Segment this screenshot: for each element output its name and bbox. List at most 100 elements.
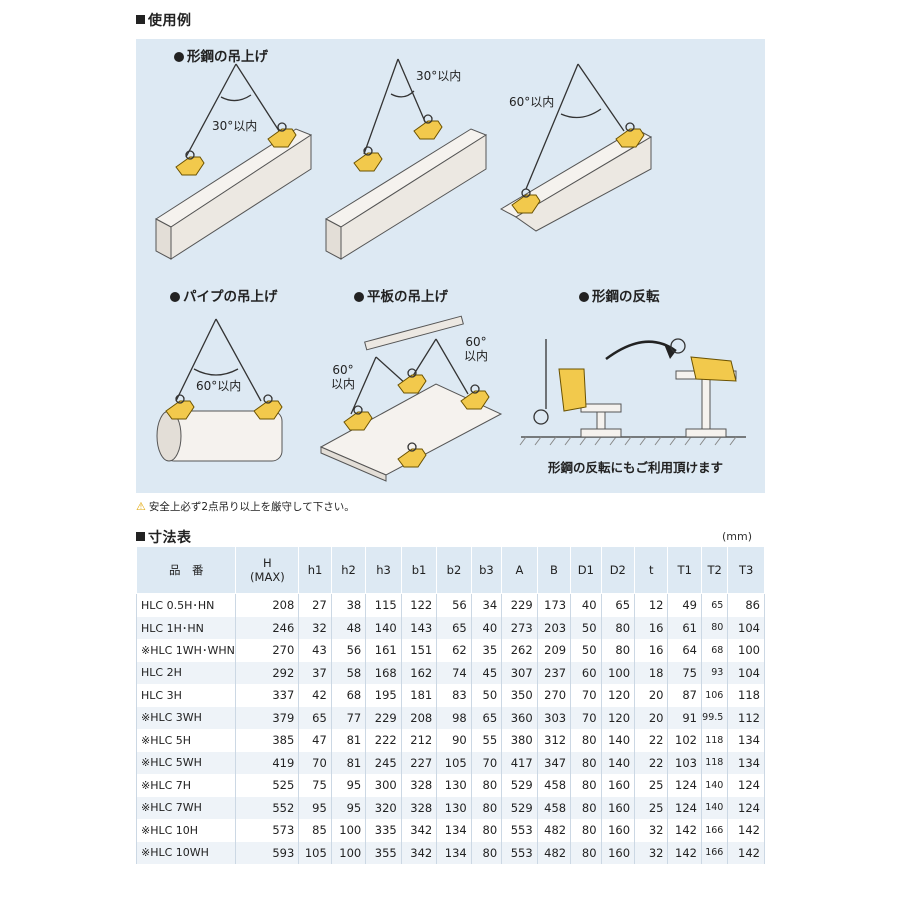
value-cell: 143 [400, 616, 438, 639]
value-cell: 118 [700, 729, 729, 752]
value-cell: 106 [700, 684, 729, 707]
value-cell: 246 [235, 616, 300, 639]
value-cell: 32 [634, 841, 669, 864]
value-cell: 140 [365, 616, 402, 639]
value-cell: 80 [570, 729, 602, 752]
value-cell: 342 [400, 841, 438, 864]
value-cell: 55 [470, 729, 503, 752]
value-cell: 181 [400, 684, 438, 707]
value-cell: 593 [235, 841, 300, 864]
angle-label-2: 30°以内 [416, 69, 462, 83]
value-cell: 48 [330, 616, 367, 639]
value-cell: 16 [634, 639, 669, 662]
value-cell: 20 [634, 706, 669, 729]
value-cell: 104 [727, 616, 765, 639]
column-header: h3 [365, 546, 402, 594]
value-cell: 75 [667, 661, 702, 684]
value-cell: 81 [330, 729, 367, 752]
value-cell: 160 [600, 841, 636, 864]
value-cell: 245 [365, 751, 402, 774]
model-cell: ※HLC 1WH･WHN [135, 639, 237, 662]
column-header: 品 番 [135, 546, 237, 594]
model-cell: ※HLC 7H [135, 774, 237, 797]
value-cell: 102 [667, 729, 702, 752]
value-cell: 56 [436, 593, 472, 617]
value-cell: 142 [667, 841, 702, 864]
scene-channel-lift [499, 63, 653, 232]
column-header: T2 [700, 546, 729, 594]
scene-pipe-lift [156, 318, 283, 462]
value-cell: 134 [436, 819, 472, 842]
value-cell: 80 [600, 639, 636, 662]
model-cell: HLC 1H･HN [135, 616, 237, 639]
value-cell: 38 [330, 593, 367, 617]
value-cell: 312 [536, 729, 572, 752]
value-cell: 292 [235, 661, 300, 684]
column-header: b2 [436, 546, 472, 594]
value-cell: 32 [298, 616, 332, 639]
value-cell: 80 [570, 751, 602, 774]
value-cell: 173 [536, 593, 572, 617]
value-cell: 80 [470, 841, 503, 864]
value-cell: 140 [700, 774, 729, 797]
column-header: b1 [400, 546, 438, 594]
value-cell: 229 [501, 593, 538, 617]
value-cell: 124 [727, 796, 765, 819]
value-cell: 99.5 [700, 706, 729, 729]
warning-icon: ⚠ [136, 500, 146, 513]
value-cell: 56 [330, 639, 367, 662]
value-cell: 320 [365, 796, 402, 819]
value-cell: 83 [436, 684, 472, 707]
value-cell: 122 [400, 593, 438, 617]
value-cell: 98 [436, 706, 472, 729]
value-cell: 262 [501, 639, 538, 662]
value-cell: 16 [634, 616, 669, 639]
value-cell: 209 [536, 639, 572, 662]
caption-plate-lift: 平板の吊上げ [354, 285, 448, 305]
value-cell: 328 [400, 774, 438, 797]
safety-warning: ⚠安全上必ず2点吊り以上を厳守して下さい。 [136, 500, 355, 513]
value-cell: 103 [667, 751, 702, 774]
column-header: D2 [600, 546, 636, 594]
value-cell: 458 [536, 774, 572, 797]
value-cell: 417 [501, 751, 538, 774]
value-cell: 25 [634, 796, 669, 819]
value-cell: 58 [330, 661, 367, 684]
scene-plate-lift [319, 315, 503, 482]
value-cell: 68 [330, 684, 367, 707]
value-cell: 34 [470, 593, 503, 617]
angle-label-6: 60°以内 [464, 335, 489, 363]
value-cell: 65 [600, 593, 636, 617]
value-cell: 112 [727, 706, 765, 729]
value-cell: 118 [700, 751, 729, 774]
column-header: b3 [470, 546, 503, 594]
value-cell: 65 [436, 616, 472, 639]
usage-section-title: 使用例 [136, 10, 192, 30]
value-cell: 22 [634, 751, 669, 774]
value-cell: 337 [235, 684, 300, 707]
value-cell: 77 [330, 706, 367, 729]
value-cell: 86 [727, 593, 765, 617]
value-cell: 80 [570, 841, 602, 864]
model-cell: ※HLC 10WH [135, 841, 237, 864]
value-cell: 162 [400, 661, 438, 684]
flip-note: 形鋼の反転にもご利用頂けます [548, 460, 724, 475]
value-cell: 105 [298, 841, 332, 864]
value-cell: 161 [365, 639, 402, 662]
value-cell: 80 [470, 774, 503, 797]
column-header: A [501, 546, 538, 594]
caption-shape-flip: 形鋼の反転 [579, 285, 660, 305]
value-cell: 65 [470, 706, 503, 729]
value-cell: 32 [634, 819, 669, 842]
value-cell: 80 [570, 774, 602, 797]
value-cell: 104 [727, 661, 765, 684]
model-cell: ※HLC 10H [135, 819, 237, 842]
value-cell: 100 [330, 819, 367, 842]
